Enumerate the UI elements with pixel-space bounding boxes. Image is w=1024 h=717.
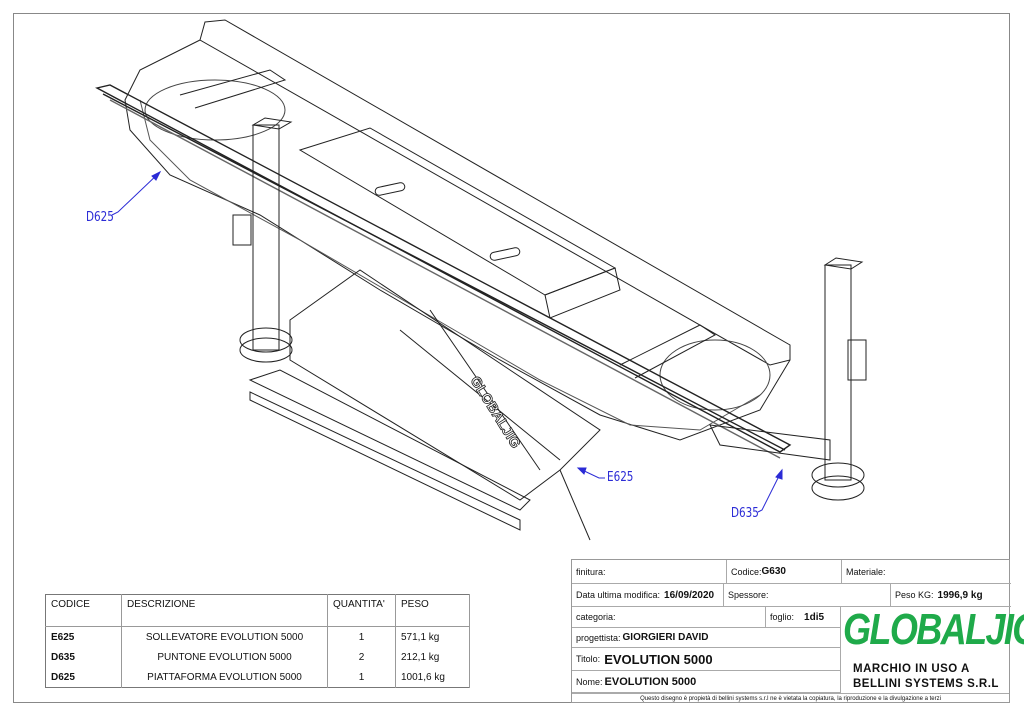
row-qty: 1 [327, 626, 396, 647]
callout-d625: D625 [86, 210, 114, 225]
marchio-line-1: MARCHIO IN USO A [853, 663, 970, 675]
categoria-cell: categoria: [572, 607, 766, 628]
bom-header: CODICE DESCRIZIONE QUANTITA' PESO [45, 594, 470, 627]
data-value: 16/09/2020 [664, 589, 715, 601]
globaljig-logo: GLOBALJIG MARCHIO IN USO A BELLINI SYSTE… [841, 605, 1024, 693]
finitura-label: finitura: [576, 566, 606, 577]
materiale-label: Materiale: [846, 566, 886, 577]
row-peso: 212,1 kg [395, 647, 470, 667]
data-cell: Data ultima modifica:16/09/2020 [572, 584, 724, 607]
bill-of-materials: CODICE DESCRIZIONE QUANTITA' PESO E625 S… [45, 594, 470, 688]
row-qty: 1 [327, 667, 396, 688]
row-code: D635 [45, 647, 122, 667]
progettista-label: progettista: [576, 632, 621, 643]
codice-label: Codice: [731, 566, 762, 577]
left-column [232, 117, 293, 363]
titolo-label: Titolo: [576, 654, 601, 664]
table-row: D625 PIATTAFORMA EVOLUTION 5000 1 1001,6… [45, 667, 470, 688]
drawing-border [13, 13, 1010, 703]
foglio-value: 1di5 [804, 611, 825, 623]
right-column [709, 257, 867, 501]
nome-cell: Nome:EVOLUTION 5000 [572, 671, 841, 693]
titolo-value: EVOLUTION 5000 [604, 651, 713, 667]
header-quantita: QUANTITA' [327, 594, 396, 627]
codice-value: G630 [761, 566, 786, 577]
foglio-cell: foglio: 1di5 [766, 607, 841, 628]
copyright-notice: Questo disegno è propietà di bellini sys… [572, 693, 1009, 704]
long-rail [95, 84, 792, 459]
peso-value: 1996,9 kg [937, 589, 983, 601]
materiale-cell: Materiale: [842, 560, 1011, 584]
drawing-logo-text: GLOBALJIG [467, 373, 524, 451]
row-code: E625 [45, 626, 122, 647]
row-peso: 571,1 kg [395, 626, 470, 647]
lift-scissor: GLOBALJIG [248, 269, 601, 541]
categoria-label: categoria: [576, 612, 616, 622]
nome-value: EVOLUTION 5000 [604, 675, 697, 688]
callout-d635: D635 [731, 506, 759, 521]
peso-label: Peso KG: [895, 590, 934, 600]
peso-cell: Peso KG:1996,9 kg [891, 584, 1011, 607]
callout-leaders [111, 170, 783, 513]
data-label: Data ultima modifica: [576, 590, 661, 600]
codice-cell: Codice:G630 [727, 560, 842, 584]
marchio-line-2: BELLINI SYSTEMS S.R.L [853, 678, 999, 690]
row-code: D625 [45, 667, 122, 688]
row-qty: 2 [327, 647, 396, 667]
row-peso: 1001,6 kg [395, 667, 470, 688]
spessore-label: Spessore: [728, 590, 769, 600]
nome-label: Nome: [576, 676, 603, 687]
foglio-label: foglio: [770, 612, 795, 622]
progettista-value: GIORGIERI DAVID [622, 632, 709, 643]
callout-e625: E625 [607, 470, 634, 485]
titolo-cell: Titolo:EVOLUTION 5000 [572, 648, 841, 671]
finitura-cell: finitura: [572, 560, 727, 584]
table-row: D635 PUNTONE EVOLUTION 5000 2 212,1 kg [45, 647, 470, 667]
row-desc: PUNTONE EVOLUTION 5000 [121, 647, 328, 667]
title-block: finitura: Codice:G630 Materiale: Data ul… [571, 559, 1024, 704]
spessore-cell: Spessore: [724, 584, 891, 607]
table-row: E625 SOLLEVATORE EVOLUTION 5000 1 571,1 … [45, 626, 470, 647]
header-codice: CODICE [45, 594, 122, 627]
row-desc: SOLLEVATORE EVOLUTION 5000 [121, 626, 328, 647]
progettista-cell: progettista:GIORGIERI DAVID [572, 628, 841, 648]
header-peso: PESO [395, 594, 470, 627]
row-desc: PIATTAFORMA EVOLUTION 5000 [121, 667, 328, 688]
header-descrizione: DESCRIZIONE [121, 594, 328, 627]
logo-text: GLOBALJIG [843, 605, 1024, 654]
